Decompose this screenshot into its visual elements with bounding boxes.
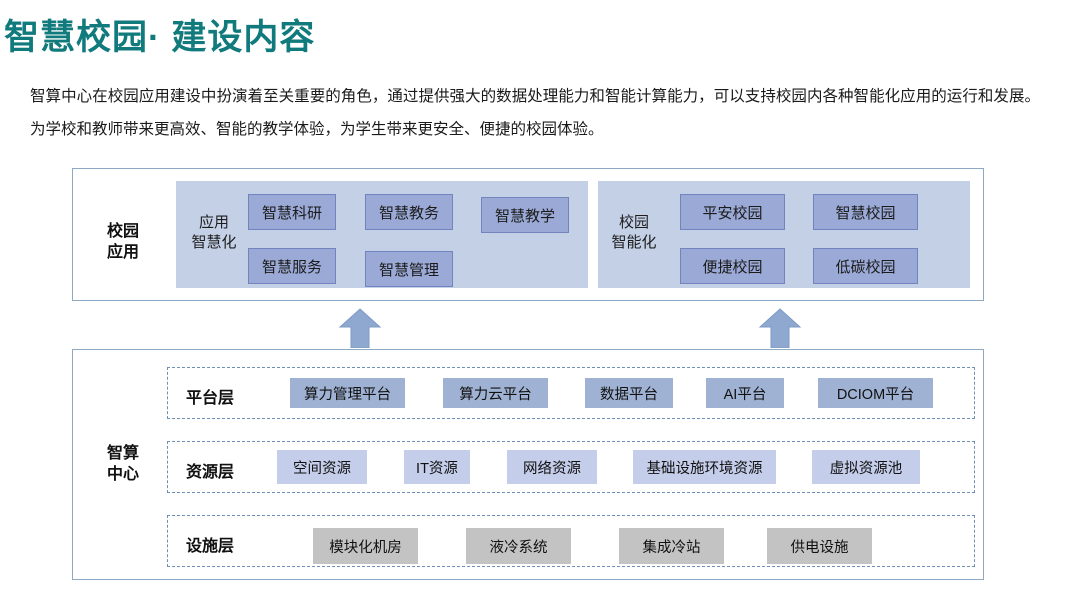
chip-computing-management-platform[interactable]: 算力管理平台 <box>290 378 405 408</box>
tile-smart-management[interactable]: 智慧管理 <box>365 251 453 287</box>
tile-smart-academic-affairs[interactable]: 智慧教务 <box>365 194 453 230</box>
page-title: 智慧校园· 建设内容 <box>4 18 316 57</box>
chip-dciom-platform[interactable]: DCIOM平台 <box>818 378 933 408</box>
chip-integrated-cooling-station[interactable]: 集成冷站 <box>619 528 724 564</box>
chip-infrastructure-environment-resource[interactable]: 基础设施环境资源 <box>633 450 776 484</box>
chip-power-supply-facility[interactable]: 供电设施 <box>767 528 872 564</box>
chip-modular-data-room[interactable]: 模块化机房 <box>313 528 418 564</box>
tile-smart-campus[interactable]: 智慧校园 <box>813 194 918 230</box>
campus-application-label: 校园 应用 <box>106 223 139 261</box>
chip-computing-cloud-platform[interactable]: 算力云平台 <box>443 378 548 408</box>
platform-layer-label: 平台层 <box>186 390 235 407</box>
tile-convenient-campus[interactable]: 便捷校园 <box>680 248 785 284</box>
arrow-up-icon-right <box>758 308 802 348</box>
intro-paragraph: 智算中心在校园应用建设中扮演着至关重要的角色，通过提供强大的数据处理能力和智能计… <box>30 88 1040 138</box>
tile-smart-teaching[interactable]: 智慧教学 <box>481 197 569 233</box>
chip-liquid-cooling-system[interactable]: 液冷系统 <box>466 528 571 564</box>
campus-intelligence-label: 校园 智能化 <box>611 214 657 251</box>
chip-it-resource[interactable]: IT资源 <box>404 450 470 484</box>
tile-low-carbon-campus[interactable]: 低碳校园 <box>813 248 918 284</box>
chip-virtual-resource-pool[interactable]: 虚拟资源池 <box>812 450 920 484</box>
chip-network-resource[interactable]: 网络资源 <box>507 450 597 484</box>
tile-safe-campus[interactable]: 平安校园 <box>680 194 785 230</box>
computing-center-label: 智算 中心 <box>106 445 139 483</box>
facility-layer-label: 设施层 <box>186 538 235 555</box>
resource-layer-label: 资源层 <box>186 464 235 481</box>
chip-ai-platform[interactable]: AI平台 <box>706 378 784 408</box>
chip-data-platform[interactable]: 数据平台 <box>585 378 673 408</box>
tile-smart-research[interactable]: 智慧科研 <box>248 194 336 230</box>
application-intelligence-label: 应用 智慧化 <box>191 214 237 251</box>
chip-space-resource[interactable]: 空间资源 <box>277 450 367 484</box>
arrow-up-icon-left <box>338 308 382 348</box>
tile-smart-service[interactable]: 智慧服务 <box>248 248 336 284</box>
